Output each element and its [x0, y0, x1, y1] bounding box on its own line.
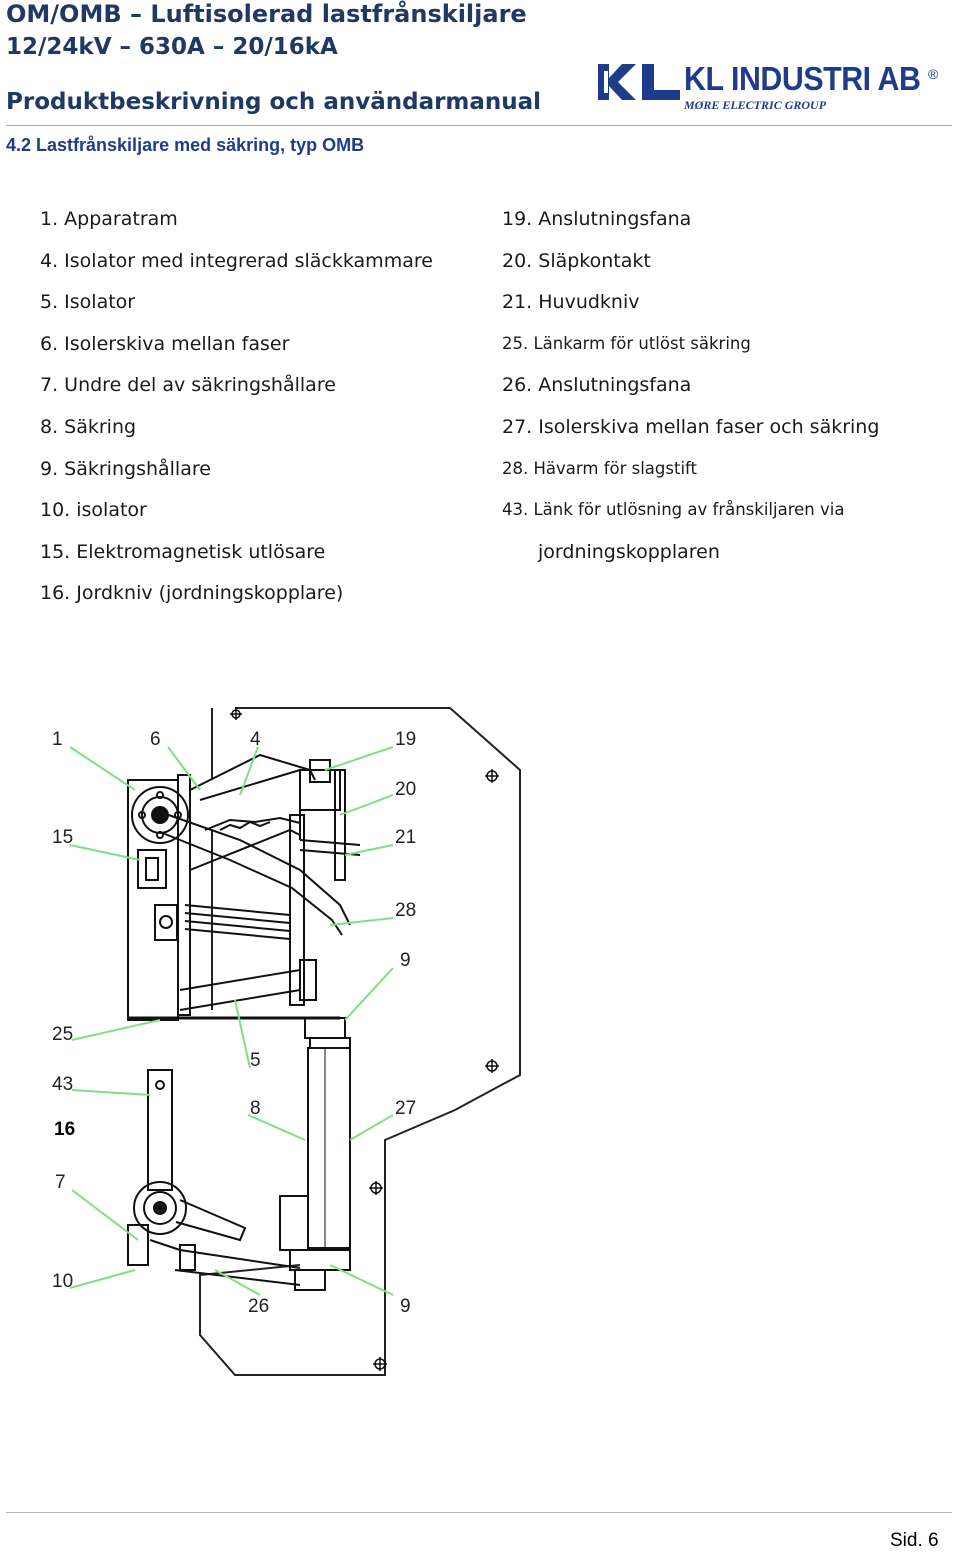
parts-list-left: 1. Apparatram 4. Isolator med integrerad… — [40, 204, 433, 620]
list-item: 25. Länkarm för utlöst säkring — [502, 333, 751, 353]
callout-numbers: 1 6 4 19 20 15 21 28 9 25 5 43 8 27 16 7… — [52, 729, 416, 1317]
document-title: OM/OMB – Luftisolerad lastfrånskiljare — [6, 0, 527, 28]
list-item: 15. Elektromagnetisk utlösare — [40, 540, 326, 563]
logo-wordmark: KL INDUSTRI AB — [684, 60, 921, 97]
callout-1: 1 — [52, 729, 63, 750]
registered-mark: ® — [928, 66, 939, 82]
footer-divider — [6, 1512, 952, 1513]
callout-15: 15 — [52, 827, 73, 848]
list-item: 4. Isolator med integrerad släckkammare — [40, 249, 433, 272]
manual-subtitle: Produktbeskrivning och användarmanual — [6, 89, 542, 115]
callout-9-lower: 9 — [400, 1296, 411, 1317]
callout-20: 20 — [395, 779, 416, 800]
list-item-continuation: jordningskopplaren — [538, 540, 720, 563]
callout-leaders — [69, 746, 394, 1296]
callout-26: 26 — [248, 1296, 269, 1317]
list-item: 10. isolator — [40, 499, 147, 522]
list-item: 21. Huvudkniv — [502, 291, 640, 314]
callout-9-upper: 9 — [400, 950, 411, 971]
list-item: 28. Hävarm för slagstift — [502, 458, 698, 478]
callout-16: 16 — [54, 1119, 75, 1140]
list-item: 9. Säkringshållare — [40, 457, 211, 480]
list-item: 20. Släpkontakt — [502, 249, 651, 272]
list-item: 19. Anslutningsfana — [502, 208, 692, 230]
callout-43: 43 — [52, 1074, 73, 1095]
callout-27: 27 — [395, 1098, 416, 1119]
logo-tagline: MØRE ELECTRIC GROUP — [684, 98, 827, 112]
parts-list-right: 19. Anslutningsfana 20. Släpkontakt 21. … — [502, 204, 879, 578]
mounting-bolts — [230, 708, 499, 1371]
outer-panel — [199, 707, 521, 1376]
list-item: 27. Isolerskiva mellan faser och säkring — [502, 415, 880, 438]
list-item: 1. Apparatram — [40, 208, 178, 230]
list-item: 8. Säkring — [40, 415, 137, 438]
callout-5: 5 — [250, 1050, 261, 1071]
callout-19: 19 — [395, 729, 416, 750]
list-item: 26. Anslutningsfana — [502, 374, 692, 397]
list-item: 6. Isolerskiva mellan faser — [40, 332, 290, 355]
callout-10: 10 — [52, 1271, 73, 1292]
callout-7: 7 — [55, 1172, 66, 1193]
page-number: Sid. 6 — [890, 1530, 939, 1551]
list-item: 43. Länk för utlösning av frånskiljaren … — [502, 500, 845, 520]
list-item: 7. Undre del av säkringshållare — [40, 374, 336, 397]
rating-subtitle: 12/24kV – 630A – 20/16kA — [6, 34, 338, 60]
earthing-switch — [127, 1069, 301, 1286]
callout-6: 6 — [150, 729, 161, 750]
kl-logo-mark-icon — [598, 64, 680, 100]
list-item: 5. Isolator — [40, 291, 136, 314]
fuse-assembly — [279, 1017, 351, 1291]
callout-4: 4 — [250, 729, 261, 750]
main-knife-arm — [159, 811, 351, 936]
electromagnetic-trip-unit — [137, 849, 178, 941]
omb-switch-diagram: 1 6 4 19 20 15 21 28 9 25 5 43 8 27 16 7… — [52, 707, 521, 1376]
kl-industri-logo: KL INDUSTRI AB ® MØRE ELECTRIC GROUP — [598, 60, 943, 120]
callout-21: 21 — [395, 827, 416, 848]
list-item: 16. Jordkniv (jordningskopplare) — [40, 582, 344, 605]
callout-28: 28 — [395, 900, 416, 921]
section-heading: 4.2 Lastfrånskiljare med säkring, typ OM… — [6, 135, 365, 155]
callout-25: 25 — [52, 1024, 73, 1045]
callout-8: 8 — [250, 1098, 261, 1119]
upper-drive-wheel — [131, 786, 189, 844]
header-divider — [6, 125, 952, 126]
